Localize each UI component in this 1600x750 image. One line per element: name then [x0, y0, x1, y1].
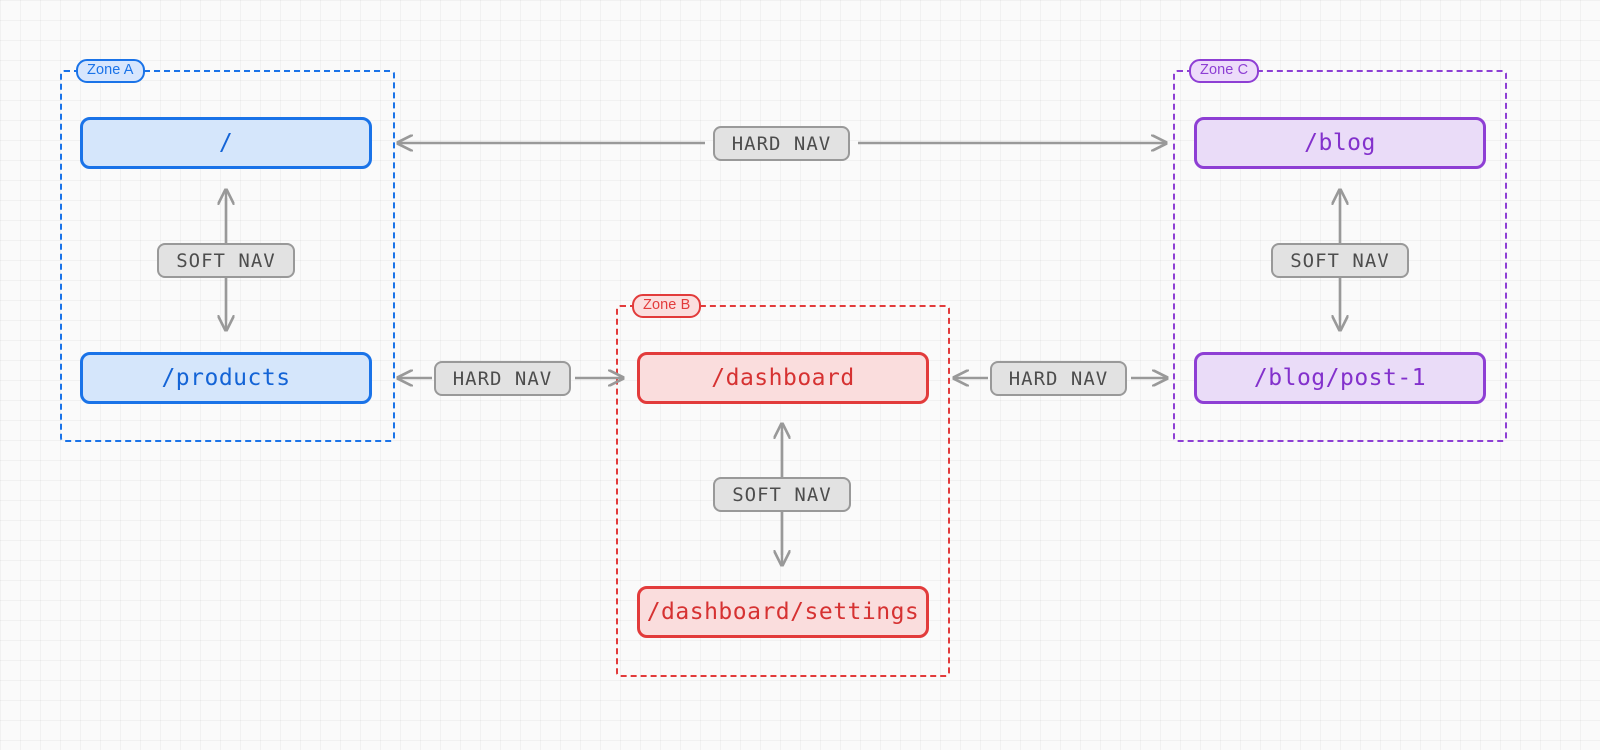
zone-c-container[interactable]: Zone C [1173, 59, 1507, 442]
node-root[interactable]: / [80, 117, 372, 169]
zone-b-label: Zone B [632, 294, 702, 318]
edge-label-soft-nav-zone-b: SOFT NAV [713, 477, 851, 512]
zone-c-label: Zone C [1189, 59, 1260, 83]
node-blog[interactable]: /blog [1194, 117, 1486, 169]
edge-label-hard-nav-products-dashboard: HARD NAV [434, 361, 571, 396]
node-dashboard-settings[interactable]: /dashboard/settings [637, 586, 929, 638]
edge-label-soft-nav-zone-a: SOFT NAV [157, 243, 295, 278]
zone-a-container[interactable]: Zone A [60, 59, 395, 442]
zone-b-container[interactable]: Zone B [616, 294, 950, 677]
edge-label-hard-nav-dashboard-post: HARD NAV [990, 361, 1127, 396]
node-blog-post-1[interactable]: /blog/post-1 [1194, 352, 1486, 404]
edge-label-hard-nav-root-blog: HARD NAV [713, 126, 850, 161]
zone-a-label: Zone A [76, 59, 145, 83]
node-dashboard[interactable]: /dashboard [637, 352, 929, 404]
edge-label-soft-nav-zone-c: SOFT NAV [1271, 243, 1409, 278]
node-products[interactable]: /products [80, 352, 372, 404]
